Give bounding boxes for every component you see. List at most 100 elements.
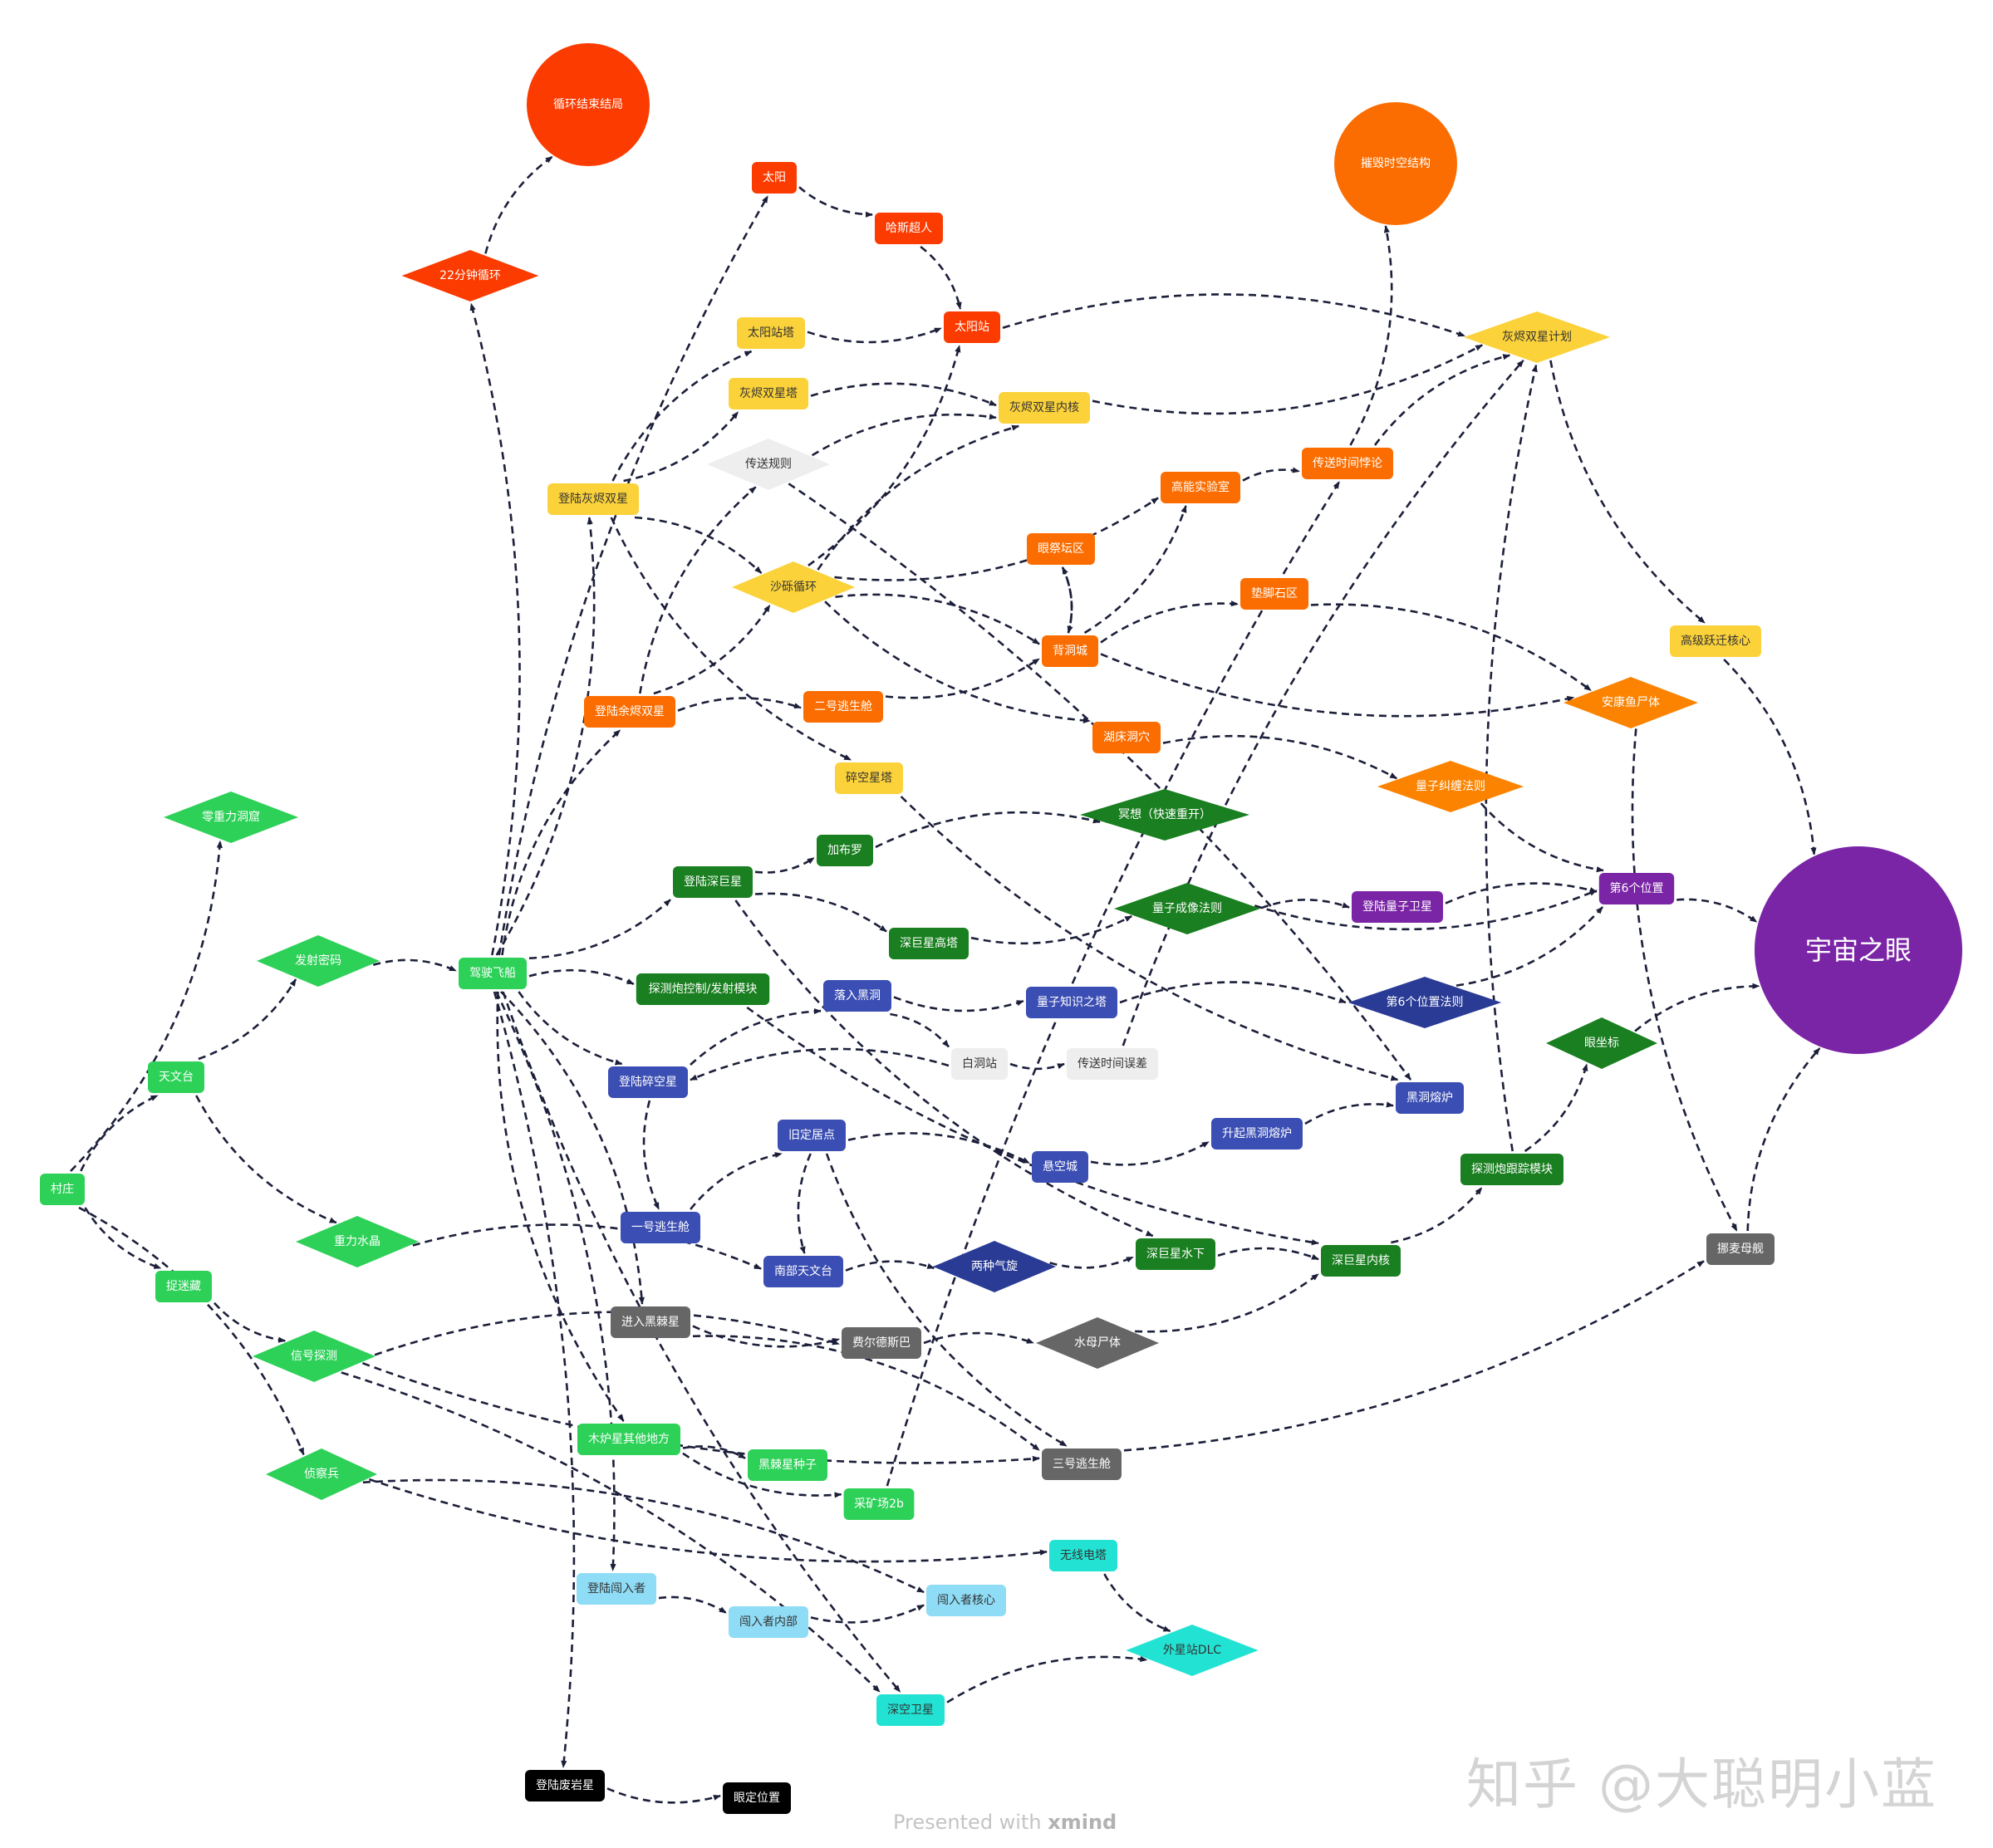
node-label: 黑棘星种子	[758, 1458, 817, 1472]
edge-signal-to-pod3	[361, 1361, 1040, 1464]
node-label: 安康鱼尸体	[1602, 695, 1660, 709]
node-twinplan[interactable]: 灰烬双星计划	[1464, 311, 1610, 363]
node-tracker[interactable]: 探测炮跟踪模块	[1460, 1154, 1563, 1185]
node-pod3[interactable]: 三号逃生舱	[1042, 1448, 1122, 1480]
edge-probe-ctrl-to-giant-core	[746, 1006, 1319, 1246]
node-stranger-core[interactable]: 闯入者核心	[926, 1585, 1006, 1616]
node-giant-tower[interactable]: 深巨星高塔	[889, 928, 969, 959]
node-brittle-tower[interactable]: 碎空星塔	[835, 762, 903, 794]
node-shape	[1042, 635, 1098, 667]
node-gravity-crystal[interactable]: 重力水晶	[296, 1216, 419, 1267]
node-jelly[interactable]: 水母尸体	[1036, 1317, 1159, 1369]
node-lake-cave[interactable]: 湖床洞穴	[1092, 722, 1161, 753]
node-label: 落入黑洞	[834, 989, 881, 1002]
node-hide-seek[interactable]: 捉迷藏	[155, 1271, 212, 1302]
node-suntower[interactable]: 太阳站塔	[737, 317, 805, 349]
edge-brittle-tower-to-bh-forge	[900, 796, 1399, 1081]
node-mine2b[interactable]: 采矿场2b	[843, 1488, 915, 1520]
node-qknow-tower[interactable]: 量子知识之塔	[1026, 987, 1117, 1018]
node-sunstation[interactable]: 太阳站	[944, 311, 1000, 343]
edge-village-to-hide-seek	[84, 1207, 162, 1270]
node-feldspar[interactable]: 费尔德斯巴	[842, 1327, 921, 1359]
node-observatory[interactable]: 天文台	[148, 1061, 204, 1093]
node-sun[interactable]: 太阳	[752, 162, 797, 194]
node-fall-bh[interactable]: 落入黑洞	[823, 980, 891, 1012]
node-eye-coord[interactable]: 眼坐标	[1546, 1017, 1657, 1069]
node-shape	[843, 1488, 915, 1520]
node-shape	[40, 1174, 85, 1205]
edge-stone-area-to-anglerfish	[1310, 603, 1592, 692]
node-land-interloper[interactable]: 登陆废岩星	[525, 1770, 605, 1801]
node-adv-core[interactable]: 高级跃迁核心	[1670, 625, 1761, 657]
node-south-obs[interactable]: 南部天文台	[763, 1256, 843, 1287]
node-old-settle[interactable]: 旧定居点	[778, 1120, 846, 1151]
node-entangle[interactable]: 量子纠缠法则	[1377, 761, 1524, 812]
edge-sand-loop-to-lake-cave	[824, 600, 1091, 724]
edge-mine2b-to-time-paradox	[886, 481, 1341, 1487]
node-pod1[interactable]: 一号逃生舱	[621, 1212, 700, 1243]
node-twintower[interactable]: 灰烬双星塔	[729, 378, 808, 409]
node-radio-tower[interactable]: 无线电塔	[1049, 1540, 1117, 1571]
node-giant-core[interactable]: 深巨星内核	[1321, 1245, 1401, 1277]
edge-sand-loop-to-hollow-city	[835, 593, 1040, 645]
node-label: 重力水晶	[334, 1235, 380, 1248]
node-timber-other[interactable]: 木炉星其他地方	[577, 1424, 680, 1455]
node-gabbro[interactable]: 加布罗	[817, 835, 873, 866]
node-pod2[interactable]: 二号逃生舱	[803, 691, 883, 723]
node-time-paradox[interactable]: 传送时间悖论	[1302, 448, 1393, 479]
node-probe-ctrl[interactable]: 探测炮控制/发射模块	[636, 973, 770, 1005]
node-anglerfish[interactable]: 安康鱼尸体	[1563, 677, 1698, 728]
node-twincore[interactable]: 灰烬双星内核	[999, 392, 1090, 424]
node-launch-code[interactable]: 发射密码	[257, 935, 380, 987]
node-hollow-city[interactable]: 背洞城	[1042, 635, 1098, 667]
node-two-storms[interactable]: 两种气旋	[933, 1241, 1056, 1292]
edge-land-twin-to-sand-loop	[634, 516, 763, 574]
edge-scout-to-radio-tower	[368, 1478, 1048, 1563]
node-land-brittle[interactable]: 登陆碎空星	[608, 1066, 688, 1098]
node-fly-ship[interactable]: 驾驶飞船	[459, 958, 527, 989]
node-bramble-seed[interactable]: 黑棘星种子	[748, 1449, 827, 1481]
node-fixed-pos[interactable]: 眼定位置	[723, 1782, 791, 1814]
node-destroy[interactable]: 摧毁时空结构	[1334, 102, 1457, 225]
node-stone-area[interactable]: 垫脚石区	[1240, 578, 1308, 610]
node-land-stranger[interactable]: 登陆闯入者	[577, 1573, 656, 1605]
node-land-twin[interactable]: 登陆灰烬双星	[547, 483, 639, 515]
node-land-giant[interactable]: 登陆深巨星	[673, 866, 753, 898]
node-village[interactable]: 村庄	[40, 1174, 85, 1205]
node-sand-loop[interactable]: 沙砾循环	[732, 561, 855, 613]
node-loop22[interactable]: 22分钟循环	[401, 250, 539, 301]
node-raise-forge[interactable]: 升起黑洞熔炉	[1211, 1118, 1303, 1149]
node-loop-end[interactable]: 循环结束结局	[527, 43, 650, 166]
node-white-hole[interactable]: 白洞站	[951, 1048, 1008, 1080]
node-label: 天文台	[159, 1071, 194, 1084]
node-land-qmoon[interactable]: 登陆量子卫星	[1352, 891, 1443, 923]
node-quantum-img[interactable]: 量子成像法则	[1114, 883, 1260, 934]
node-under-giant[interactable]: 深巨星水下	[1136, 1238, 1215, 1270]
node-sixth-loc[interactable]: 第6个位置	[1598, 873, 1675, 904]
node-bh-forge[interactable]: 黑洞熔炉	[1396, 1082, 1464, 1114]
node-zero-g[interactable]: 零重力洞窟	[164, 792, 298, 843]
node-hang-city[interactable]: 悬空城	[1032, 1151, 1088, 1183]
node-land-ember[interactable]: 登陆余烬双星	[584, 696, 675, 728]
node-shape	[1114, 883, 1260, 934]
node-eye[interactable]: 宇宙之眼	[1755, 846, 1962, 1054]
node-label: 深巨星内核	[1332, 1254, 1390, 1267]
node-higgs[interactable]: 哈斯超人	[875, 213, 943, 244]
node-teleport-rule[interactable]: 传送规则	[707, 439, 830, 490]
node-enter-dark[interactable]: 进入黑棘星	[611, 1306, 690, 1338]
node-eye-altar[interactable]: 眼祭坛区	[1027, 533, 1095, 565]
node-tele-error[interactable]: 传送时间误差	[1067, 1048, 1158, 1080]
node-hi-energy[interactable]: 高能实验室	[1161, 472, 1240, 503]
node-label: 湖床洞穴	[1103, 731, 1150, 744]
node-nomai-ship[interactable]: 挪麦母舰	[1706, 1233, 1775, 1265]
edge-white-hole-to-tele-error	[1009, 1062, 1065, 1071]
node-signal[interactable]: 信号探测	[253, 1331, 376, 1382]
edge-tracker-to-eye-coord	[1524, 1063, 1588, 1153]
node-shape	[296, 1216, 419, 1267]
node-stranger-in[interactable]: 闯入者内部	[729, 1606, 808, 1638]
node-sixth-law[interactable]: 第6个位置法则	[1347, 977, 1502, 1028]
node-deep-sat[interactable]: 深空卫星	[876, 1694, 945, 1726]
node-scout[interactable]: 侦察兵	[266, 1448, 377, 1500]
node-dlc[interactable]: 外星站DLC	[1126, 1625, 1259, 1676]
node-meditate[interactable]: 冥想（快速重开）	[1080, 789, 1249, 841]
